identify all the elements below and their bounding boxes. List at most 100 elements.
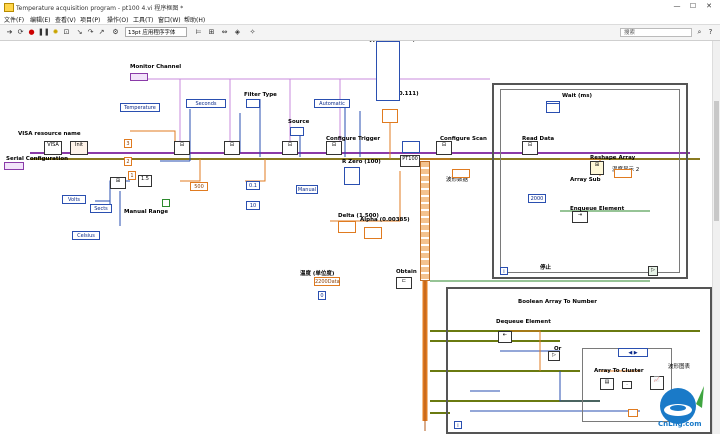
enqueue-label: Enqueue Element [570, 206, 625, 212]
vertical-scrollbar[interactable] [712, 41, 720, 434]
constant-2000[interactable]: 2000 [528, 194, 546, 203]
pause-icon[interactable]: ❚❚ [38, 28, 50, 36]
menu-operate[interactable]: 操作(O) [107, 17, 129, 24]
alpha-label: Alpha (0.00385) [360, 217, 410, 223]
pt100-indicator [402, 141, 420, 153]
configure-filter-node[interactable]: ⊟ [224, 141, 240, 155]
waveform-data-label: 波形数据 [446, 177, 469, 183]
window-title: Temperature acquisition program - pt100 … [16, 5, 184, 12]
scrollbar-thumb[interactable] [714, 101, 719, 221]
stop-label: 停止 [540, 265, 552, 271]
init-node[interactable]: Init [70, 141, 88, 155]
menu-project[interactable]: 项目(P) [80, 17, 101, 24]
font-select[interactable]: 13pt 应用程序字体 [125, 27, 187, 37]
delta-control[interactable] [338, 221, 356, 233]
r-zero-control[interactable] [344, 167, 360, 185]
distribute-icon[interactable]: ⊞ [208, 28, 215, 36]
constant-2[interactable]: 2 [124, 157, 132, 166]
select-node[interactable]: 1.5 [138, 175, 152, 187]
configure-trigger-node[interactable]: ⊟ [326, 141, 342, 155]
loop-iteration-terminal: i [500, 267, 508, 275]
constant-2000data[interactable]: 2200Data [314, 277, 340, 286]
retain-wire-values-icon[interactable]: ⊡ [63, 28, 70, 36]
reorder-icon[interactable]: ◈ [234, 28, 241, 36]
manual-range-label: Manual Range [124, 209, 169, 215]
seconds-enum[interactable]: Seconds [186, 99, 226, 108]
settings-icon[interactable]: ⚙ [112, 28, 119, 36]
abort-icon[interactable]: ● [28, 28, 35, 36]
waveform-chart-node[interactable]: 📈 [650, 376, 664, 390]
help-button[interactable]: ? [708, 28, 713, 36]
waveform-chart-label: 波形图表 [668, 364, 691, 370]
temp-data-label: 温度 (单位度) [300, 271, 335, 277]
configure-scan-label: Configure Scan [440, 136, 487, 142]
configure-scan-node[interactable]: ⊟ [436, 141, 452, 155]
filter-type-control[interactable] [246, 99, 260, 108]
temperature-enum[interactable]: Temperature [120, 103, 160, 112]
loop-inner-frame [500, 89, 680, 273]
case-node[interactable]: · [622, 381, 632, 389]
pt100-type-control[interactable] [376, 41, 400, 101]
menu-view[interactable]: 查看(V) [55, 17, 76, 24]
constant-3[interactable]: 3 [124, 139, 132, 148]
while-loop-acquire[interactable] [492, 83, 688, 279]
align-icon[interactable]: ⊨ [195, 28, 202, 36]
or-node[interactable]: ▷ [548, 351, 560, 361]
pt100-node[interactable]: PT100 [400, 155, 420, 167]
visa-resource-label: VISA resource name [18, 131, 81, 137]
highlight-execution-icon[interactable]: ✹ [52, 28, 59, 36]
source-control[interactable] [290, 127, 304, 136]
minimize-button[interactable]: — [673, 2, 681, 10]
step-into-icon[interactable]: ↘ [76, 28, 83, 36]
volts-enum[interactable]: Volts [62, 195, 86, 204]
constant-0[interactable]: 0 [318, 291, 326, 300]
menu-file[interactable]: 文件(F) [4, 17, 25, 24]
search-input[interactable]: 搜索 [620, 28, 692, 37]
obtain-queue-node[interactable]: ⊏ [396, 277, 412, 289]
visa-configure-node[interactable]: VISA [44, 141, 62, 155]
serial-config-control[interactable] [4, 162, 24, 170]
read-data-node[interactable]: ⊟ [522, 141, 538, 155]
menu-window[interactable]: 窗口(W) [158, 17, 181, 24]
cluster-indicator [628, 409, 638, 417]
enqueue-node[interactable]: ⇥ [572, 211, 588, 223]
block-diagram-canvas[interactable]: ◀ ▶ VISA resource name Serial Configurat… [0, 41, 712, 434]
array-to-cluster-node[interactable]: ▤ [600, 378, 614, 390]
labview-vi-icon [4, 3, 14, 12]
menu-edit[interactable]: 编辑(E) [30, 17, 51, 24]
celsius-enum[interactable]: Celsius [72, 231, 100, 240]
resize-icon[interactable]: ⇔ [221, 28, 228, 36]
source-label: Source [288, 119, 310, 125]
configure-measure-node[interactable]: ⊟ [174, 141, 190, 155]
constant-1[interactable]: 1 [128, 171, 136, 180]
run-arrow-icon[interactable]: ➔ [6, 28, 13, 36]
reshape-node[interactable]: ⊞ [590, 161, 604, 175]
stop-node[interactable]: ▷ [648, 266, 658, 276]
step-over-icon[interactable]: ↷ [87, 28, 94, 36]
automatic-enum[interactable]: Automatic [314, 99, 350, 108]
case-selector[interactable]: ◀ ▶ [618, 348, 648, 357]
maximize-button[interactable]: ☐ [689, 2, 697, 10]
beta-control[interactable] [382, 109, 398, 123]
cleanup-icon[interactable]: ✧ [249, 28, 256, 36]
constant-500[interactable]: 500 [190, 182, 208, 191]
dequeue-node[interactable]: ⇤ [498, 331, 512, 343]
step-out-icon[interactable]: ↗ [98, 28, 105, 36]
search-icon[interactable]: ⌕ [697, 28, 702, 36]
monitor-channel-label: Monitor Channel [130, 64, 182, 70]
menu-help[interactable]: 帮助(H) [184, 17, 206, 24]
alpha-control[interactable] [364, 227, 382, 239]
constant-0-1[interactable]: 0.1 [246, 181, 260, 190]
menu-tools[interactable]: 工具(T) [133, 17, 154, 24]
configure-source-node[interactable]: ⊟ [282, 141, 298, 155]
monitor-channel-control[interactable] [130, 73, 148, 81]
manual-enum[interactable]: Manual [296, 185, 318, 194]
close-button[interactable]: ✕ [706, 2, 712, 10]
run-continuous-icon[interactable]: ⟳ [17, 28, 24, 36]
bundle-node[interactable]: ⊞ [110, 177, 126, 189]
while-loop-consumer[interactable] [446, 287, 712, 434]
wait-label: Wait (ms) [562, 93, 593, 99]
manual-range-bool[interactable] [162, 199, 170, 207]
sects-enum[interactable]: Sects [90, 204, 112, 213]
constant-10[interactable]: 10 [246, 201, 260, 210]
